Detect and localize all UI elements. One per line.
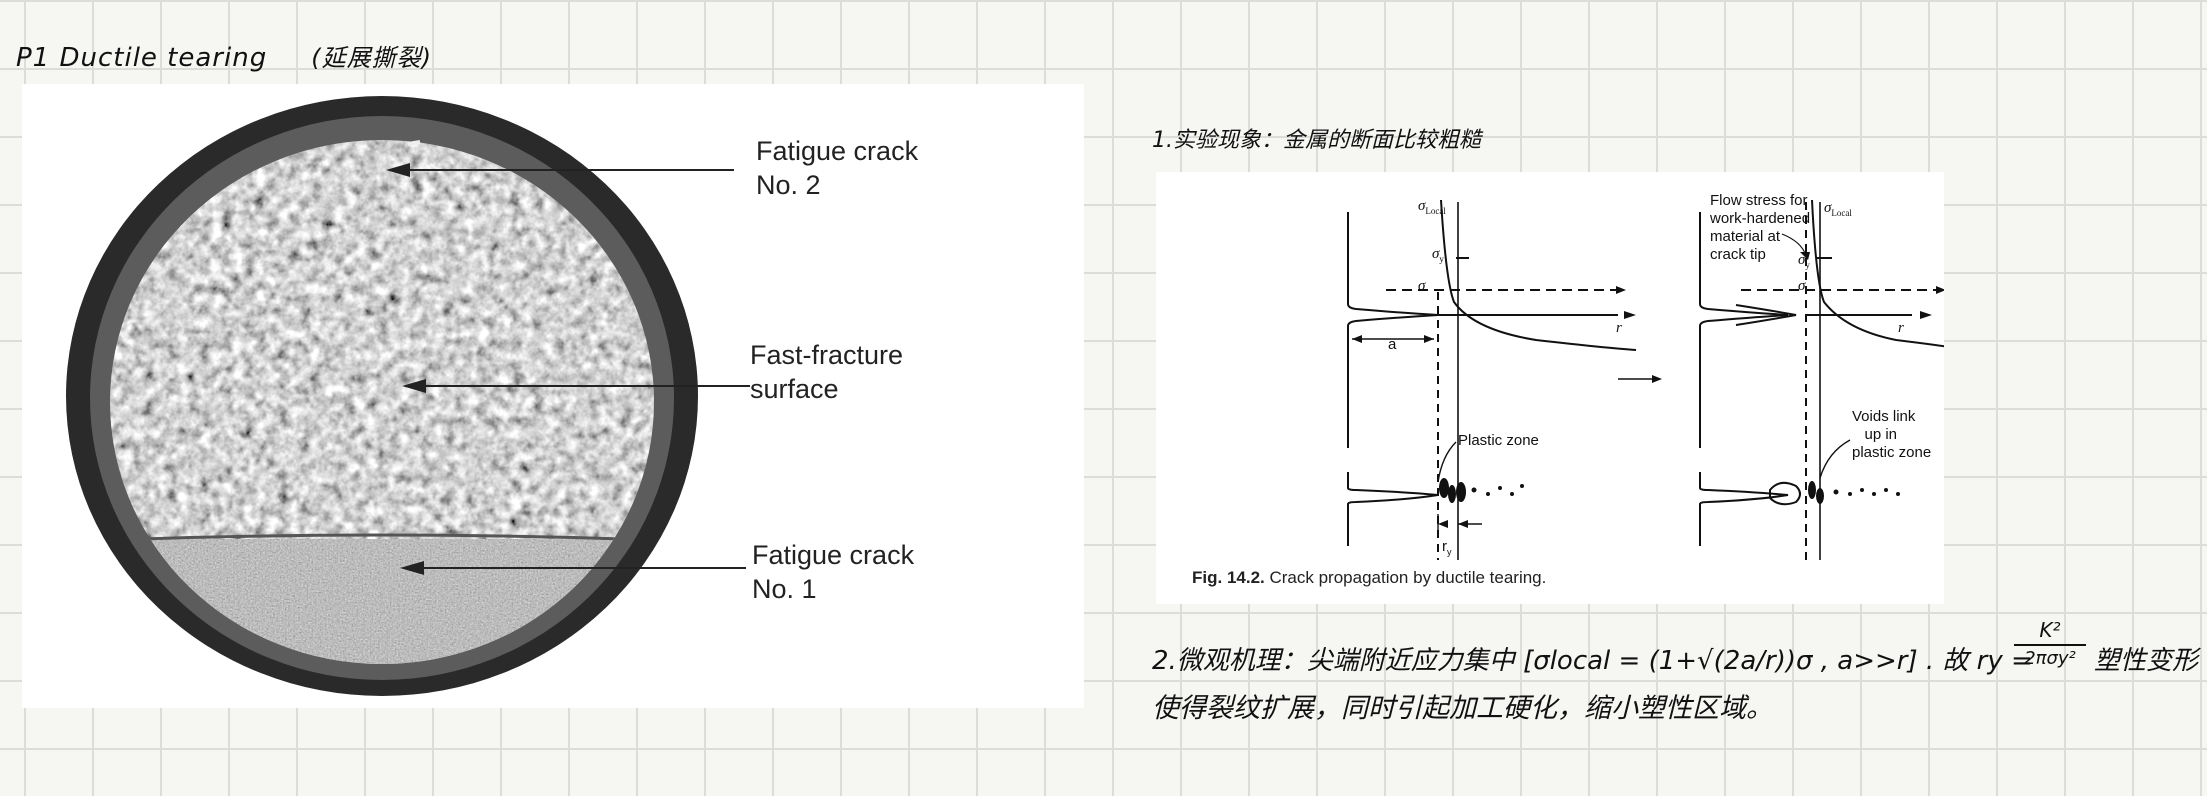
flow-stress-label: Flow stress for work-hardened material a… xyxy=(1710,192,1811,263)
label-fatigue-crack-1: Fatigue crack No. 1 xyxy=(752,540,915,604)
ry-denominator: 2πσy² xyxy=(2024,648,2076,669)
sigma-y-label: σy xyxy=(1432,246,1444,264)
crack-propagation-figure: σLocal σy σ r a Plastic zone ry Flow str… xyxy=(1156,172,1944,604)
crack-diagram xyxy=(1347,199,1944,560)
observation-text: 1.实验现象：金属的断面比较粗糙 xyxy=(1152,128,1481,153)
sigma-label-right: σ xyxy=(1798,278,1806,294)
sigma-label: σ xyxy=(1418,278,1426,294)
voids-label: Voids link up in plastic zone xyxy=(1852,408,1932,461)
arrow-crack1 xyxy=(400,561,746,575)
page-title: P1 Ductile tearing (延展撕裂) xyxy=(16,38,432,73)
mechanism-line-1-tail: 塑性变形 xyxy=(2094,646,2199,676)
label-fatigue-crack-2: Fatigue crack No. 2 xyxy=(756,136,919,200)
ry-label: ry xyxy=(1442,538,1452,557)
r-axis-label-right: r xyxy=(1898,320,1904,336)
r-axis-label: r xyxy=(1616,320,1622,336)
mechanism-line-1: 2.微观机理：尖端附近应力集中 [σlocal = (1+√(2a/r))σ ,… xyxy=(1152,646,2033,676)
title-en: P1 Ductile tearing xyxy=(16,43,268,73)
plastic-zone-label: Plastic zone xyxy=(1458,432,1539,449)
fracture-surface-image xyxy=(66,96,750,696)
sigma-y-label-right: σy xyxy=(1798,252,1810,270)
sigma-local-label-right: σLocal xyxy=(1824,200,1852,218)
figure-caption: Fig. 14.2. Crack propagation by ductile … xyxy=(1192,568,1547,587)
a-dimension-label: a xyxy=(1388,336,1397,353)
arrow-fast-fracture xyxy=(402,379,750,393)
ry-formula-fraction: K² 2πσy² xyxy=(2014,618,2086,670)
mechanism-line-2: 使得裂纹扩展，同时引起加工硬化，缩小塑性区域。 xyxy=(1152,693,1773,724)
sigma-local-label: σLocal xyxy=(1418,198,1446,216)
arrow-crack2 xyxy=(386,163,734,177)
title-zh: (延展撕裂) xyxy=(311,44,432,72)
fracture-photo: Fatigue crack No. 2 Fast-fracture surfac… xyxy=(22,84,1084,708)
ry-numerator: K² xyxy=(2039,618,2061,642)
label-fast-fracture: Fast-fracture surface xyxy=(750,340,904,404)
fraction-bar xyxy=(2014,644,2086,646)
